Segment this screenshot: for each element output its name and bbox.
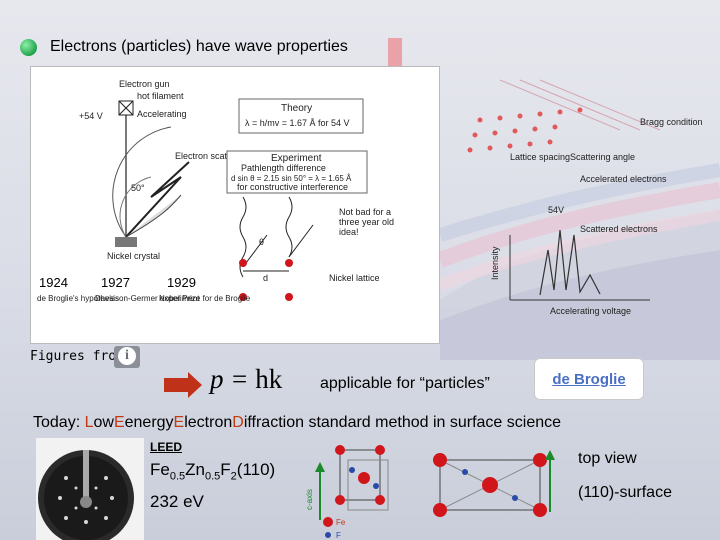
leed-label: LEED <box>150 440 183 454</box>
d-label: d <box>263 273 268 283</box>
lattice-spacing-label: Lattice spacing <box>510 152 570 162</box>
slide-heading: Electrons (particles) have wave properti… <box>50 38 348 55</box>
theta-label: θ <box>259 237 264 247</box>
bullet-icon <box>20 39 37 56</box>
timeline-year: 1929 <box>167 275 196 290</box>
notbad-label-2: three year old <box>339 217 394 227</box>
volt-label: 54V <box>548 205 564 215</box>
exp-title: Experiment <box>271 153 322 164</box>
figure-caption: Figures from <box>30 349 124 364</box>
de-broglie-link[interactable]: de Broglie <box>552 370 626 388</box>
background-wave-figure: Intensity 54V Scattered electrons Accele… <box>440 79 720 360</box>
info-icon[interactable]: i <box>114 346 140 368</box>
today-prefix: Today: <box>33 414 85 431</box>
timeline: 1924 de Broglie's hypothesis 1927 Daviss… <box>37 275 251 303</box>
today-part: lectron <box>184 414 233 431</box>
intensity-label: Intensity <box>490 246 500 280</box>
filament-label: hot filament <box>137 91 184 101</box>
de-broglie-formula: p = hk <box>210 364 282 395</box>
compound-formula: Fe0.5Zn0.5F2(110) <box>150 460 275 482</box>
legend-fe: Fe <box>336 518 346 527</box>
legend-f: F <box>336 531 341 540</box>
scattered-label: Scattered electrons <box>580 224 658 234</box>
subscript: 0.5 <box>204 470 221 483</box>
electron-gun-label: Electron gun <box>119 79 170 89</box>
today-part: energy <box>124 414 174 431</box>
exp-line1: Pathlength difference <box>241 163 326 173</box>
element-zn: Zn <box>185 460 205 479</box>
acronym-letter: L <box>84 414 94 431</box>
beam-energy: 232 eV <box>150 492 204 511</box>
top-view-label: top view <box>578 450 637 467</box>
c-axis-label: c-axis <box>305 489 314 510</box>
formula-lhs: p = <box>210 364 256 394</box>
de-broglie-link-box[interactable]: de Broglie <box>534 358 644 400</box>
accel-label: Accelerating <box>137 109 187 119</box>
today-line: Today: LowEenergyElectronDiffraction sta… <box>33 414 561 432</box>
theory-title: Theory <box>281 103 312 114</box>
peak-label: Electron scattering <box>175 151 250 161</box>
angle-label: 50° <box>131 183 145 193</box>
exp-line3: for constructive interference <box>237 182 348 192</box>
subscript: 2 <box>230 470 237 483</box>
acronym-letter: D <box>232 414 244 431</box>
davisson-germer-figure: Electron gun hot filament Accelerating +… <box>30 66 440 344</box>
today-part: iffraction standard method in surface sc… <box>243 414 562 431</box>
timeline-text: de Broglie's hypothesis <box>37 294 119 303</box>
surface-face: (110) <box>236 460 276 479</box>
timeline-year: 1924 <box>39 275 68 290</box>
arrow-right-icon <box>164 372 202 398</box>
element-fe: Fe <box>150 460 170 479</box>
timeline-text: Davisson-Germer experiment <box>95 294 200 303</box>
notbad-label: Not bad for a <box>339 207 391 217</box>
scatter-angle-label: Scattering angle <box>570 152 635 162</box>
exp-line2: d sin θ = 2.15 sin 50° = λ = 1.65 Å <box>231 174 352 183</box>
crystal-label: Nickel crystal <box>107 251 160 261</box>
lattice-label: Nickel lattice <box>329 273 380 283</box>
element-f: F <box>220 460 231 479</box>
today-part: ow <box>93 414 114 431</box>
crystal-structure: c-axis Fe F <box>305 445 389 540</box>
formula-rhs: hk <box>255 364 283 394</box>
subscript: 0.5 <box>169 470 186 483</box>
surface-label: (110)-surface <box>578 484 672 501</box>
theory-eq: λ = h/mv = 1.67 Å for 54 V <box>245 118 350 128</box>
decorative-tab <box>388 38 402 66</box>
timeline-year: 1927 <box>101 275 130 290</box>
bragg-label: Bragg condition <box>640 117 703 127</box>
leed-pattern-image <box>36 438 144 540</box>
acronym-letter: E <box>113 414 125 431</box>
applicable-text: applicable for “particles” <box>320 375 490 392</box>
acronym-letter: E <box>173 414 185 431</box>
top-view-structure <box>433 450 555 517</box>
accel-voltage-label: Accelerating voltage <box>550 306 631 316</box>
timeline-text: Nobel Prize for de Broglie <box>159 294 251 303</box>
accel-e-label: Accelerated electrons <box>580 174 667 184</box>
voltage-label: +54 V <box>79 111 103 121</box>
notbad-label-3: idea! <box>339 227 359 237</box>
